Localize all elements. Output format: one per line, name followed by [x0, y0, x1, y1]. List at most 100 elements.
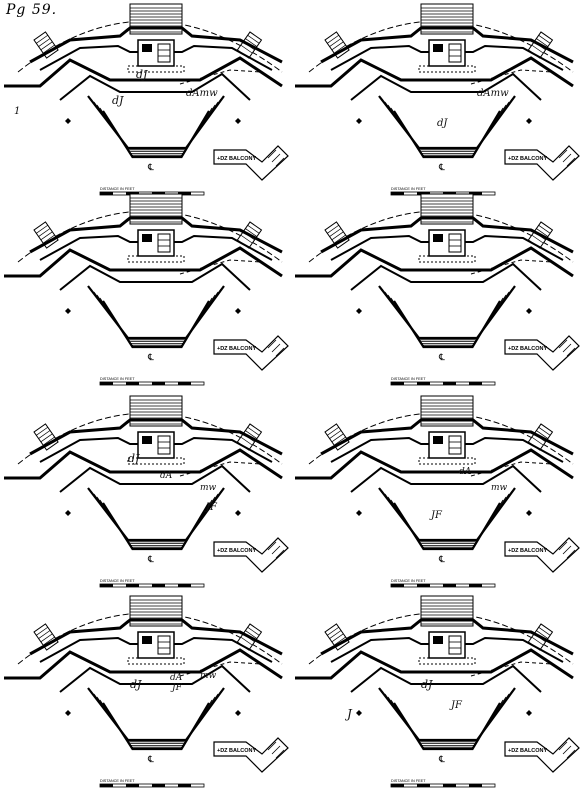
handwritten-annotation: JF: [204, 502, 218, 513]
svg-text:DISTANCE IN FEET: DISTANCE IN FEET: [100, 779, 135, 783]
scale-bar: DISTANCE IN FEET: [99, 579, 205, 588]
handwritten-annotation: JF: [429, 510, 443, 521]
lower-v-seating: [87, 487, 225, 551]
svg-text:+DZ: +DZ: [217, 748, 228, 754]
upper-wall: [320, 26, 574, 64]
handwritten-annotation: dJ: [112, 94, 124, 107]
handwritten-annotation: 1: [14, 106, 20, 117]
handwritten-annotation: dA: [170, 673, 183, 683]
handwritten-annotation: dAmw: [477, 88, 509, 99]
middle-wall-2: [350, 664, 542, 693]
middle-wall: [295, 648, 574, 680]
svg-text:+DZ: +DZ: [217, 548, 228, 554]
centerline-mark: ℄: [438, 162, 445, 172]
middle-wall-2: [59, 664, 251, 693]
stage-plan-panel-3: ℄ +DZ BALCONY DISTANCE IN FEET: [0, 190, 291, 390]
svg-text:BALCONY: BALCONY: [229, 548, 257, 554]
seating-row: [393, 110, 501, 159]
position-markers: [356, 308, 532, 314]
svg-text:+DZ: +DZ: [217, 156, 228, 162]
seating-row: [102, 502, 210, 551]
middle-wall-2: [350, 262, 542, 291]
dashed-rail: [470, 461, 554, 477]
dashed-rail: [179, 661, 263, 677]
scale-bar: DISTANCE IN FEET: [99, 779, 205, 788]
centerline-mark: ℄: [147, 162, 154, 172]
page-label: Pg 59.: [6, 2, 58, 18]
stage-plan-drawing: ℄ +DZ BALCONY DISTANCE IN FEET: [4, 193, 289, 386]
centerline-mark: ℄: [438, 554, 445, 564]
center-stage: [127, 431, 185, 465]
svg-text:BALCONY: BALCONY: [229, 748, 257, 754]
dashed-rail: [470, 259, 554, 275]
upper-wall: [29, 618, 283, 656]
handwritten-annotation: mw: [491, 483, 508, 493]
svg-text:BALCONY: BALCONY: [520, 156, 548, 162]
center-stage: [418, 631, 476, 665]
center-stage: [127, 631, 185, 665]
stage-plan-panel-4: ℄ +DZ BALCONY DISTANCE IN FEET: [291, 190, 582, 390]
upper-wall: [320, 418, 574, 456]
scale-bar: DISTANCE IN FEET: [390, 377, 496, 386]
seating-row: [393, 502, 501, 551]
center-stage: [127, 39, 185, 73]
seating-row: [102, 300, 210, 349]
center-stage: [418, 39, 476, 73]
middle-wall-2: [59, 464, 251, 493]
scale-bar: DISTANCE IN FEET: [390, 779, 496, 788]
balcony-inset: +DZ BALCONY: [504, 737, 580, 773]
middle-wall: [4, 56, 283, 88]
center-stage: [127, 229, 185, 263]
middle-wall: [295, 56, 574, 88]
handwritten-annotation: dA: [160, 471, 173, 481]
position-markers: [65, 118, 241, 124]
dashed-rail: [470, 69, 554, 85]
lower-v-seating: [378, 285, 516, 349]
balcony-inset: +DZ BALCONY: [213, 537, 289, 573]
handwritten-annotation: dAmw: [186, 88, 218, 99]
svg-text:+DZ: +DZ: [508, 548, 519, 554]
centerline-mark: ℄: [438, 352, 445, 362]
position-markers: [356, 118, 532, 124]
center-stage: [418, 431, 476, 465]
scale-bar: DISTANCE IN FEET: [99, 377, 205, 386]
middle-wall: [4, 246, 283, 278]
svg-text:DISTANCE IN FEET: DISTANCE IN FEET: [391, 579, 426, 583]
svg-text:BALCONY: BALCONY: [520, 548, 548, 554]
svg-text:+DZ: +DZ: [508, 346, 519, 352]
svg-text:DISTANCE IN FEET: DISTANCE IN FEET: [391, 187, 426, 191]
svg-text:BALCONY: BALCONY: [229, 156, 257, 162]
upper-wall: [320, 618, 574, 656]
handwritten-annotation: mw: [200, 483, 217, 493]
handwritten-annotation: dJ: [130, 678, 142, 691]
svg-text:DISTANCE IN FEET: DISTANCE IN FEET: [391, 779, 426, 783]
position-markers: [65, 710, 241, 716]
upper-wall: [29, 216, 283, 254]
svg-text:BALCONY: BALCONY: [229, 346, 257, 352]
centerline-mark: ℄: [147, 754, 154, 764]
svg-text:+DZ: +DZ: [217, 346, 228, 352]
handwritten-annotation: dJ: [128, 452, 140, 465]
middle-wall-2: [350, 72, 542, 101]
middle-wall-2: [350, 464, 542, 493]
lower-v-seating: [378, 95, 516, 159]
lower-v-seating: [378, 487, 516, 551]
handwritten-annotation: dA: [459, 467, 472, 477]
position-markers: [356, 710, 532, 716]
middle-wall: [295, 448, 574, 480]
balcony-inset: +DZ BALCONY: [504, 537, 580, 573]
svg-text:+DZ: +DZ: [508, 748, 519, 754]
svg-text:DISTANCE IN FEET: DISTANCE IN FEET: [100, 187, 135, 191]
svg-text:BALCONY: BALCONY: [520, 748, 548, 754]
balcony-inset: +DZ BALCONY: [504, 335, 580, 371]
